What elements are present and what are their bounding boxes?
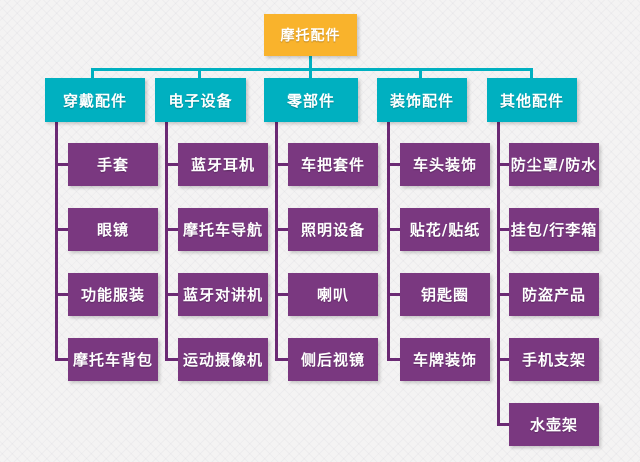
- item-node: 照明设备: [288, 208, 378, 251]
- item-stub-line: [275, 358, 288, 361]
- item-stub-line: [165, 293, 178, 296]
- item-node: 车把套件: [288, 143, 378, 186]
- item-node: 防尘罩/防水: [509, 143, 599, 186]
- item-node: 水壶架: [509, 403, 599, 446]
- item-stub-line: [387, 358, 400, 361]
- item-node: 挂包/行李箱: [509, 208, 599, 251]
- category-stub-line: [530, 68, 533, 79]
- item-node: 手机支架: [509, 338, 599, 381]
- category-node: 穿戴配件: [45, 78, 145, 122]
- item-stub-line: [387, 228, 400, 231]
- item-rail-line: [165, 122, 168, 361]
- item-node: 车头装饰: [400, 143, 490, 186]
- item-node: 手套: [68, 143, 158, 186]
- item-node: 摩托车导航: [178, 208, 268, 251]
- item-node: 蓝牙耳机: [178, 143, 268, 186]
- item-node: 摩托车背包: [68, 338, 158, 381]
- category-stub-line: [198, 68, 201, 79]
- item-stub-line: [497, 293, 510, 296]
- category-node: 其他配件: [487, 78, 577, 122]
- item-rail-line: [497, 122, 500, 426]
- item-node: 防盗产品: [509, 273, 599, 316]
- item-stub-line: [55, 163, 68, 166]
- item-stub-line: [497, 163, 510, 166]
- item-rail-line: [55, 122, 58, 361]
- category-node: 零部件: [264, 78, 358, 122]
- category-stub-line: [419, 68, 422, 79]
- category-node: 电子设备: [155, 78, 246, 122]
- item-stub-line: [497, 228, 510, 231]
- item-stub-line: [55, 358, 68, 361]
- item-node: 运动摄像机: [178, 338, 268, 381]
- item-stub-line: [387, 163, 400, 166]
- item-node: 眼镜: [68, 208, 158, 251]
- item-rail-line: [275, 122, 278, 361]
- item-node: 钥匙圈: [400, 273, 490, 316]
- item-node: 功能服装: [68, 273, 158, 316]
- item-node: 贴花/贴纸: [400, 208, 490, 251]
- item-node: 侧后视镜: [288, 338, 378, 381]
- item-stub-line: [497, 423, 510, 426]
- item-stub-line: [275, 293, 288, 296]
- item-stub-line: [165, 163, 178, 166]
- item-stub-line: [497, 358, 510, 361]
- item-node: 蓝牙对讲机: [178, 273, 268, 316]
- category-rail-line: [91, 68, 533, 71]
- category-stub-line: [91, 68, 94, 79]
- item-rail-line: [387, 122, 390, 361]
- item-stub-line: [275, 163, 288, 166]
- root-node: 摩托配件: [264, 14, 357, 56]
- category-node: 装饰配件: [377, 78, 467, 122]
- item-stub-line: [387, 293, 400, 296]
- item-stub-line: [165, 358, 178, 361]
- root-connector-line: [309, 56, 312, 70]
- item-stub-line: [55, 228, 68, 231]
- item-stub-line: [165, 228, 178, 231]
- item-stub-line: [55, 293, 68, 296]
- category-stub-line: [309, 68, 312, 79]
- item-node: 喇叭: [288, 273, 378, 316]
- item-node: 车牌装饰: [400, 338, 490, 381]
- item-stub-line: [275, 228, 288, 231]
